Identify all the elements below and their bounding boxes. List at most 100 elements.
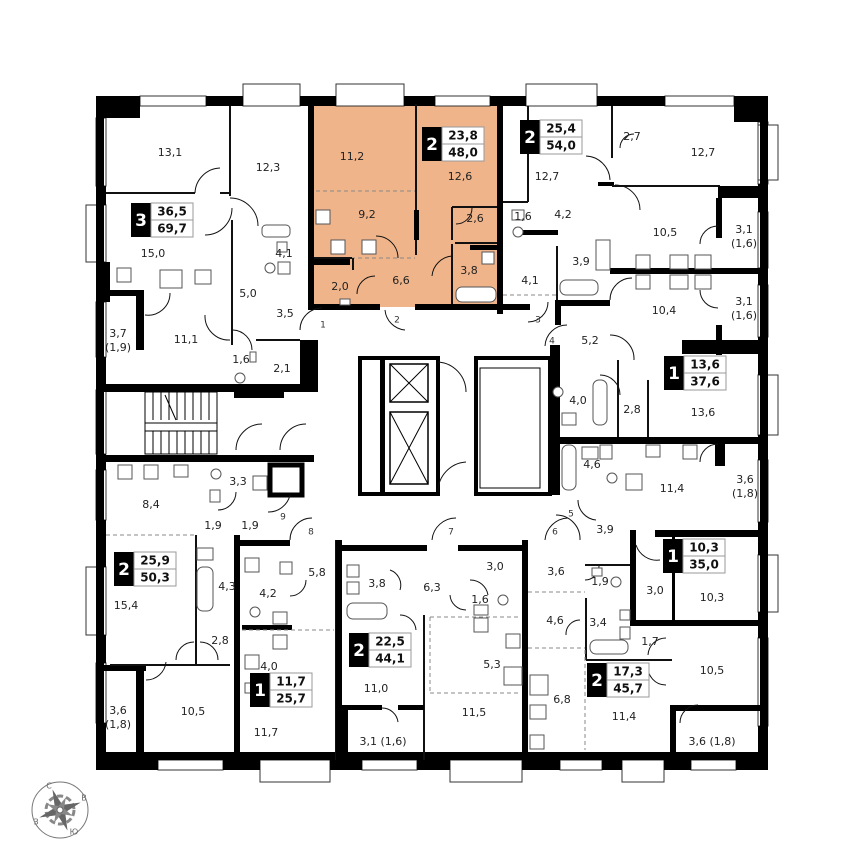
room-area-label: 3,6 [109,704,127,717]
fixtures [116,209,712,750]
room-area-label: 11,2 [340,150,365,163]
total-area: 35,0 [689,558,719,572]
room-area-label: 2,0 [331,280,349,293]
room-area-label: 3,1 (1,6) [359,735,406,748]
room-area-label: 11,1 [174,333,199,346]
room-area-label: 6,6 [392,274,410,287]
room-area-label: (1,6) [731,309,757,322]
room-area-label: 13,6 [691,406,716,419]
room-count: 2 [118,560,130,580]
total-area: 44,1 [375,652,405,666]
room-area-label: 1,9 [204,519,222,532]
living-area: 17,3 [613,665,643,679]
room-area-label: 8,4 [142,498,160,511]
room-count: 1 [667,547,679,567]
living-area: 25,4 [546,122,576,136]
room-area-label: 3,8 [460,264,478,277]
room-area-label: 11,4 [660,482,685,495]
room-area-label: 4,0 [569,394,587,407]
room-area-label: 1,6 [471,593,489,606]
room-area-label: 4,1 [521,274,539,287]
total-area: 37,6 [690,375,720,389]
living-area: 10,3 [689,541,719,555]
door-number: 6 [552,528,558,538]
door-number: 3 [535,316,541,326]
door-number: 1 [320,321,326,331]
living-area: 13,6 [690,358,720,372]
total-area: 25,7 [276,692,306,706]
room-area-label: 5,2 [581,334,599,347]
total-area: 54,0 [546,139,576,153]
room-area-label: (1,8) [105,718,131,731]
room-area-label: 11,4 [612,710,637,723]
room-area-label: 3,9 [596,523,614,536]
living-area: 11,7 [276,675,306,689]
room-area-label: 4,2 [554,208,572,221]
room-area-label: 5,8 [308,566,326,579]
room-area-label: 3,0 [646,584,664,597]
room-count: 1 [668,364,680,384]
door-number: 8 [308,528,314,538]
room-area-label: 3,6 [736,473,754,486]
room-area-label: 2,6 [466,212,484,225]
room-area-label: 10,5 [181,705,206,718]
room-area-label: 12,3 [256,161,281,174]
apartment-badge-apt-2r-ne[interactable]: 2 25,4 54,0 [520,119,583,155]
room-area-label: 10,3 [700,591,725,604]
room-area-label: 12,7 [535,170,560,183]
room-count: 2 [524,128,536,148]
internal-walls [104,104,768,760]
room-count: 2 [426,135,438,155]
room-area-label: 10,5 [653,226,678,239]
room-area-label: 3,9 [572,255,590,268]
room-area-label: 12,7 [691,146,716,159]
living-area: 36,5 [157,205,187,219]
outer-walls [96,96,768,770]
room-area-label: 5,3 [483,658,501,671]
room-area-label: 1,7 [641,635,659,648]
room-area-label: (1,9) [105,341,131,354]
room-area-label: 4,6 [583,458,601,471]
room-area-label: 1,6 [232,353,250,366]
living-area: 23,8 [448,129,478,143]
room-area-label: 9,2 [358,208,376,221]
room-area-label: 3,6 (1,8) [688,735,735,748]
apartment-badge-apt-1r-e2[interactable]: 1 10,3 35,0 [663,538,726,574]
room-area-label: 11,7 [254,726,279,739]
staircase [144,391,218,455]
room-count: 2 [353,641,365,661]
room-area-label: 1,9 [591,575,609,588]
selected-apartment-partitions [314,104,497,306]
door-number: 2 [394,316,400,326]
door-number: 9 [280,513,286,523]
room-area-label: 12,6 [448,170,473,183]
room-area-label: 3,4 [589,616,607,629]
room-area-label: 2,8 [211,634,229,647]
apartment-badge-apt-1r-e[interactable]: 1 13,6 37,6 [664,355,727,391]
room-area-label: 3,5 [276,307,294,320]
room-area-label: 4,0 [260,660,278,673]
compass-rose-icon: С В Ю З [31,781,89,839]
room-area-label: 3,7 [109,327,127,340]
room-area-label: 15,4 [114,599,139,612]
room-area-label: 10,4 [652,304,677,317]
total-area: 50,3 [140,571,170,585]
doors [144,133,719,724]
room-area-label: 3,8 [368,577,386,590]
room-area-label: 3,1 [735,223,753,236]
room-area-label: (1,8) [732,487,758,500]
room-area-label: 3,6 [547,565,565,578]
compass-north: С [46,782,52,791]
room-area-label: (1,6) [731,237,757,250]
room-area-label: 4,1 [275,247,293,260]
